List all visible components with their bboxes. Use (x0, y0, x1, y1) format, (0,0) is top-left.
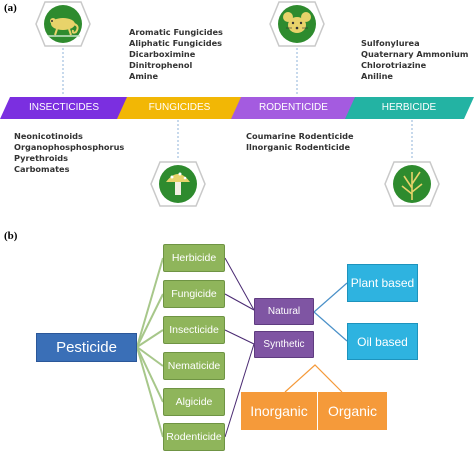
natural-oil-based-box: Oil based (347, 323, 418, 360)
pesticide-root-box: Pesticide (36, 333, 137, 362)
rodenticide-examples: Coumarine Rodenticide Ilnorganic Rodenti… (246, 131, 354, 153)
source-natural-box: Natural (254, 298, 314, 325)
type-nematicide-box: Nematicide (163, 352, 225, 380)
fungicides-banner-label: FUNGICIDES (148, 102, 211, 113)
rodenticide-example: Coumarine Rodenticide (246, 131, 354, 141)
natural-plant-based-box: Plant based (347, 264, 418, 302)
fungicide-examples: Aromatic Fungicides Aliphatic Fungicides… (129, 27, 223, 82)
herbicide-example: Aniline (361, 71, 393, 81)
type-insecticide-box: Insecticide (163, 316, 225, 344)
fungicide-example: Aromatic Fungicides (129, 27, 223, 37)
mouse-icon (269, 1, 325, 47)
herbicide-examples: Sulfonylurea Quaternary Ammonium Chlorot… (361, 38, 468, 82)
plant-icon (384, 161, 440, 207)
panel-b-label: (b) (4, 230, 18, 242)
rodenticide-banner-shape (231, 97, 356, 119)
insecticides-banner-shape (0, 97, 128, 119)
category-banner (0, 97, 474, 119)
insecticide-example: Neonicotinoids (14, 131, 83, 141)
fungicides-banner-shape (117, 97, 242, 119)
insecticide-examples: Neonicotinoids Organophosphosphorus Pyre… (14, 131, 124, 175)
insecticide-example: Carbomates (14, 164, 70, 174)
source-synthetic-box: Synthetic (254, 331, 314, 358)
herbicide-example: Quaternary Ammonium (361, 49, 469, 59)
synthetic-organic-box: Organic (318, 392, 387, 430)
insecticide-example: Pyrethroids (14, 153, 69, 163)
herbicide-example: Chlorotriazine (361, 60, 427, 70)
fungicide-example: Amine (129, 71, 159, 81)
herbicide-banner-shape (345, 97, 474, 119)
synthetic-inorganic-box: Inorganic (241, 392, 317, 430)
panel-a-graphics (35, 1, 440, 207)
insecticides-banner-label: INSECTICIDES (28, 102, 99, 113)
fungicide-example: Dinitrophenol (129, 60, 193, 70)
fungicide-example: Aliphatic Fungicides (129, 38, 223, 48)
type-algicide-box: Algicide (163, 388, 225, 416)
insecticide-example: Organophosphosphorus (14, 142, 125, 152)
rodenticide-example: Ilnorganic Rodenticide (246, 142, 351, 152)
rodenticide-banner-label: RODENTICIDE (259, 102, 328, 113)
fungicide-example: Dicarboximine (129, 49, 196, 59)
chameleon-icon (35, 1, 91, 47)
type-rodenticide-box: Rodenticide (163, 423, 225, 451)
type-fungicide-box: Fungicide (163, 280, 225, 308)
herbicide-banner-label: HERBICIDE (381, 102, 437, 113)
type-herbicide-box: Herbicide (163, 244, 225, 272)
panel-a-label: (a) (4, 2, 17, 14)
mushroom-icon (150, 161, 206, 207)
herbicide-example: Sulfonylurea (361, 38, 420, 48)
